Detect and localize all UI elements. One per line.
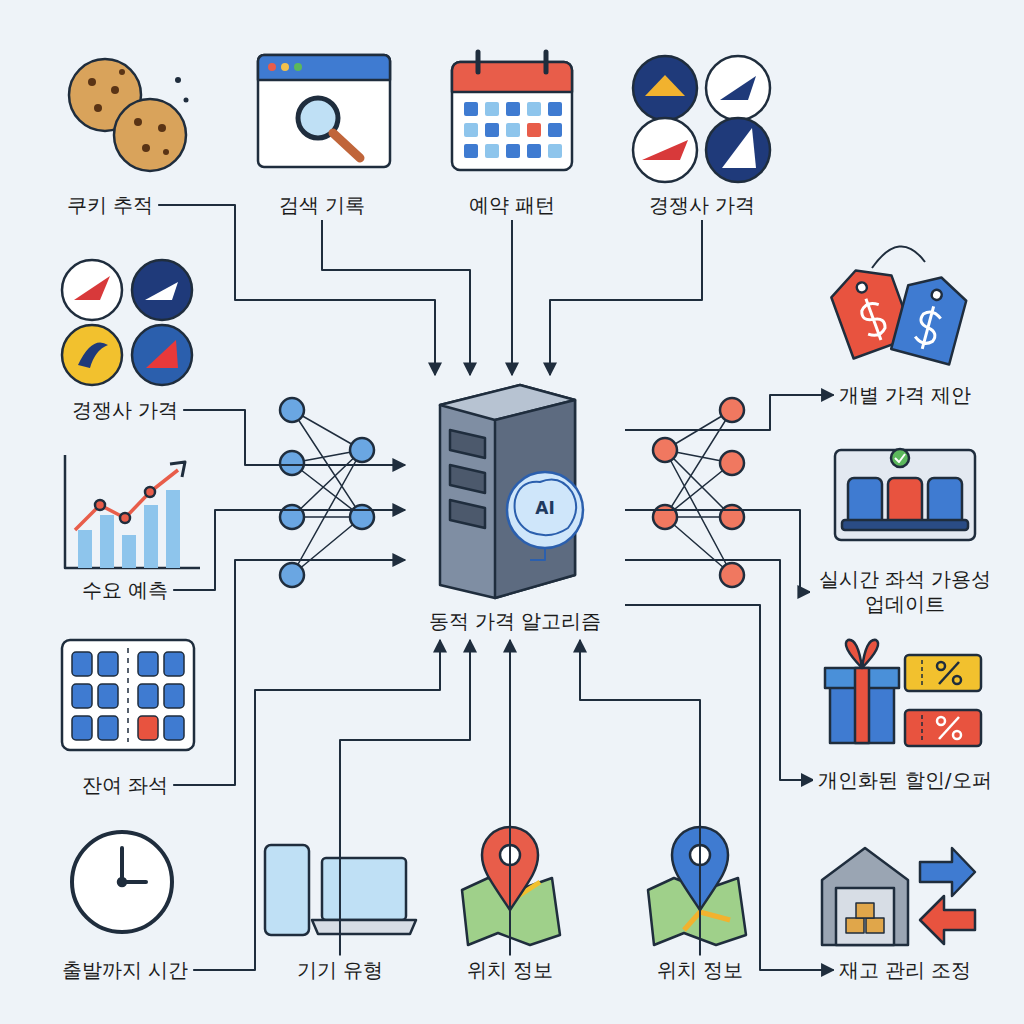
algorithm-node: 동적 가격 알고리즘 — [405, 375, 625, 640]
label-node: 개별 가격 제안 — [834, 381, 977, 410]
label-node: 실시간 좌석 가용성 업데이트 — [810, 565, 1000, 619]
flow-arrow — [625, 560, 813, 780]
calendar-cell — [548, 102, 562, 116]
seat — [98, 716, 118, 740]
location-icon — [648, 827, 746, 945]
cookie-icon — [69, 59, 189, 171]
neural-network — [665, 410, 732, 575]
chip-label: AI — [535, 498, 554, 518]
flow-arrow — [550, 220, 702, 376]
seat — [98, 684, 118, 708]
seat — [138, 716, 158, 740]
calendar-cell — [485, 123, 499, 137]
flow-arrow — [322, 220, 470, 376]
node-text: 재고 관리 조정 — [839, 958, 972, 982]
seat — [72, 652, 92, 676]
flow-arrow — [625, 605, 834, 970]
node-text: 출발까지 시간 — [62, 958, 188, 982]
node-text: 쿠키 추적 — [67, 193, 153, 217]
flow-arrow — [511, 220, 513, 376]
label-node: 경쟁사 가격 — [644, 191, 760, 220]
node-text: 예약 패턴 — [469, 193, 555, 217]
calendar-icon — [452, 52, 572, 170]
flow-arrow — [173, 560, 405, 785]
browser-icon — [258, 55, 390, 167]
seat — [98, 652, 118, 676]
node-text: 개별 가격 제안 — [839, 383, 972, 407]
calendar-cell — [485, 144, 499, 158]
label-node: 잔여 좌석 — [77, 771, 173, 800]
calendar-cell — [485, 102, 499, 116]
calendar-cell — [464, 144, 478, 158]
flow-arrow — [625, 510, 810, 592]
seat — [138, 684, 158, 708]
warehouse-icon — [822, 848, 975, 945]
node-text: 수요 예측 — [82, 578, 168, 602]
flow-arrow — [193, 640, 440, 970]
label-node: 수요 예측 — [77, 576, 173, 605]
calendar-cell — [506, 123, 520, 137]
label-node: 출발까지 시간 — [57, 956, 193, 985]
label-node: 예약 패턴 — [464, 191, 560, 220]
node-text: 검색 기록 — [279, 193, 365, 217]
seat — [164, 684, 184, 708]
calendar-cell — [527, 123, 541, 137]
seat — [72, 684, 92, 708]
label-node: 위치 정보 — [652, 956, 748, 985]
airline-logos — [633, 56, 770, 182]
seats-icon — [835, 449, 975, 540]
calendar-cell — [506, 102, 520, 116]
node-text: 경쟁사 가격 — [649, 193, 755, 217]
seat — [164, 716, 184, 740]
flow-arrow — [158, 205, 435, 375]
label-node: 위치 정보 — [462, 956, 558, 985]
airline-logos — [62, 260, 192, 385]
calendar-cell — [527, 102, 541, 116]
server-icon — [440, 385, 583, 598]
calendar-cell — [548, 144, 562, 158]
node-text: 위치 정보 — [657, 958, 743, 982]
label-node: 재고 관리 조정 — [834, 956, 977, 985]
flow-arrow — [509, 640, 511, 956]
flow-arrow — [580, 640, 700, 956]
price-tag-icon — [826, 246, 971, 364]
location-icon — [462, 827, 560, 945]
label-node: 기기 유형 — [292, 956, 388, 985]
calendar-cell — [506, 144, 520, 158]
gift-coupon-icon — [825, 640, 981, 746]
calendar-cell — [464, 102, 478, 116]
label-node: 개인화된 할인/오퍼 — [813, 766, 996, 795]
seat — [72, 716, 92, 740]
chart-icon — [65, 455, 200, 568]
seat — [164, 652, 184, 676]
node-text: 실시간 좌석 가용성 업데이트 — [819, 567, 992, 616]
flow-arrow — [625, 395, 834, 430]
calendar-cell — [464, 123, 478, 137]
node-text: 기기 유형 — [297, 958, 383, 982]
node-text: 잔여 좌석 — [82, 773, 168, 797]
seat-map-icon — [62, 640, 194, 750]
node-text: 경쟁사 가격 — [72, 398, 178, 422]
neural-network — [292, 410, 362, 575]
calendar-cell — [527, 144, 541, 158]
label-node: 경쟁사 가격 — [67, 396, 183, 425]
node-text: 동적 가격 알고리즘 — [405, 609, 625, 634]
flow-arrow — [340, 640, 470, 956]
flow-arrow — [183, 410, 405, 465]
calendar-cell — [548, 123, 562, 137]
label-node: 쿠키 추적 — [62, 191, 158, 220]
flow-arrow — [173, 510, 405, 590]
node-text: 개인화된 할인/오퍼 — [818, 768, 991, 792]
node-text: 위치 정보 — [467, 958, 553, 982]
label-node: 검색 기록 — [274, 191, 370, 220]
clock-icon — [72, 832, 172, 932]
seat — [138, 652, 158, 676]
